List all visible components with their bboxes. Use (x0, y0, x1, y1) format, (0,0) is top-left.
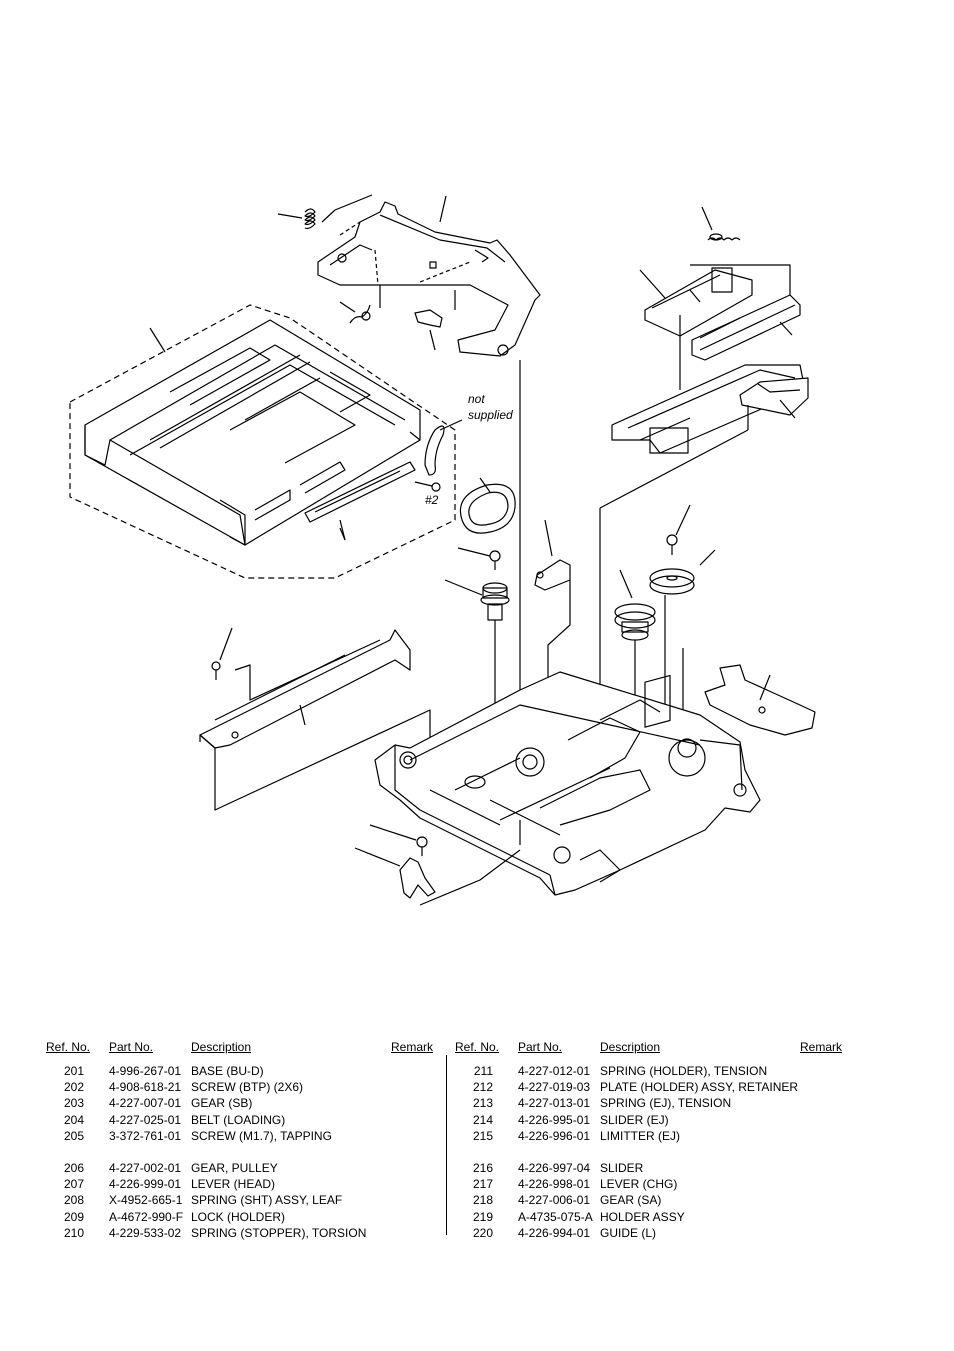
description-cell: LOCK (HOLDER) (191, 1209, 286, 1224)
exploded-view-diagram (69, 194, 816, 906)
belt-loading-part (459, 477, 516, 534)
ref-cell: 213 (472, 1096, 493, 1111)
header-part-no: Part No. (518, 1040, 563, 1054)
header-part-no: Part No. (109, 1040, 154, 1054)
plate-retainer-part (317, 201, 541, 357)
header-description: Description (600, 1040, 661, 1054)
part-no-cell: 4-226-998-01 (518, 1177, 591, 1192)
description-cell: PLATE (HOLDER) ASSY, RETAINER (600, 1080, 799, 1095)
screw-number-label: #2 (425, 493, 439, 507)
slider-part (199, 627, 431, 811)
part-no-cell: 4-226-999-01 (109, 1177, 182, 1192)
ref-cell: 211 (473, 1064, 493, 1078)
ref-cell: 214 (472, 1112, 493, 1127)
ref-cell: 205 (63, 1128, 84, 1143)
description-cell: LEVER (HEAD) (191, 1177, 276, 1192)
part-no-cell: A-4735-075-A (518, 1209, 593, 1224)
description-cell: BELT (LOADING) (191, 1112, 286, 1127)
not-supplied-line-1: not (468, 392, 485, 406)
part-no-cell: 4-226-996-01 (518, 1128, 591, 1143)
description-cell: SPRING (HOLDER), TENSION (600, 1064, 768, 1078)
ref-cell: 206 (63, 1161, 84, 1175)
part-no-cell: A-4672-990-F (109, 1209, 184, 1224)
ref-cell: 216 (472, 1161, 493, 1175)
part-no-cell: X-4952-665-1 (109, 1193, 183, 1208)
description-cell: GEAR (SB) (191, 1096, 253, 1111)
header-ref-no: Ref. No. (46, 1040, 91, 1054)
part-no-cell: 4-227-006-01 (518, 1193, 591, 1208)
part-no-cell: 4-226-997-04 (518, 1161, 591, 1175)
description-cell: GEAR, PULLEY (191, 1161, 278, 1175)
part-no-cell: 4-227-013-01 (518, 1096, 591, 1111)
description-cell: SPRING (SHT) ASSY, LEAF (191, 1193, 343, 1208)
part-no-cell: 4-227-012-01 (518, 1064, 591, 1078)
part-no-cell: 4-996-267-01 (109, 1064, 182, 1078)
header-description: Description (191, 1040, 252, 1054)
header-remark: Remark (391, 1040, 434, 1054)
not-supplied-note: not supplied (468, 391, 513, 423)
ref-cell: 209 (63, 1209, 84, 1224)
ref-cell: 218 (472, 1193, 493, 1208)
description-cell: GEAR (SA) (600, 1193, 662, 1208)
ref-cell: 210 (63, 1225, 84, 1240)
ref-cell: 212 (472, 1080, 493, 1095)
ref-cell: 208 (63, 1193, 84, 1208)
part-no-cell: 4-227-002-01 (109, 1161, 182, 1175)
part-no-cell: 4-908-618-21 (109, 1080, 182, 1095)
part-no-cell: 4-226-995-01 (518, 1112, 591, 1127)
description-cell: SCREW (BTP) (2X6) (191, 1080, 304, 1095)
ref-cell: 217 (472, 1177, 493, 1192)
ref-cell: 207 (63, 1177, 84, 1192)
part-no-cell: 4-226-994-01 (518, 1225, 591, 1240)
ref-cell: 219 (472, 1209, 493, 1224)
ref-cell: 215 (472, 1128, 493, 1143)
slider-ej-assembly (599, 206, 809, 720)
ref-cell: 203 (63, 1096, 84, 1111)
header-ref-no: Ref. No. (455, 1040, 500, 1054)
description-cell: LIMITTER (EJ) (600, 1128, 680, 1143)
description-cell: SLIDER (EJ) (600, 1112, 669, 1127)
description-cell: SCREW (M1.7), TAPPING (191, 1128, 332, 1143)
part-no-cell: 4-229-533-02 (109, 1225, 182, 1240)
lock-holder-part (354, 847, 521, 906)
holder-assy-group (69, 304, 456, 579)
part-no-cell: 4-227-019-03 (518, 1080, 591, 1095)
description-cell: SPRING (STOPPER), TORSION (191, 1225, 367, 1240)
header-remark: Remark (800, 1040, 843, 1054)
spring-holder-part (277, 194, 373, 230)
part-no-cell: 4-227-025-01 (109, 1112, 182, 1127)
description-cell: BASE (BU-D) (191, 1064, 264, 1078)
ref-cell: 202 (63, 1080, 84, 1095)
base-chassis-part (374, 671, 761, 896)
description-cell: GUIDE (L) (600, 1225, 657, 1240)
ref-cell: 204 (63, 1112, 84, 1127)
table-divider (446, 1055, 447, 1235)
ref-cell: 201 (63, 1064, 84, 1078)
part-no-cell: 4-227-007-01 (109, 1096, 182, 1111)
description-cell: LEVER (CHG) (600, 1177, 678, 1192)
description-cell: HOLDER ASSY (600, 1209, 685, 1224)
ref-cell: 220 (472, 1225, 493, 1240)
part-no-cell: 3-372-761-01 (109, 1128, 182, 1143)
description-cell: SLIDER (600, 1161, 644, 1175)
description-cell: SPRING (EJ), TENSION (600, 1096, 732, 1111)
not-supplied-line-2: supplied (468, 408, 513, 422)
gear-sb-part (649, 549, 716, 595)
